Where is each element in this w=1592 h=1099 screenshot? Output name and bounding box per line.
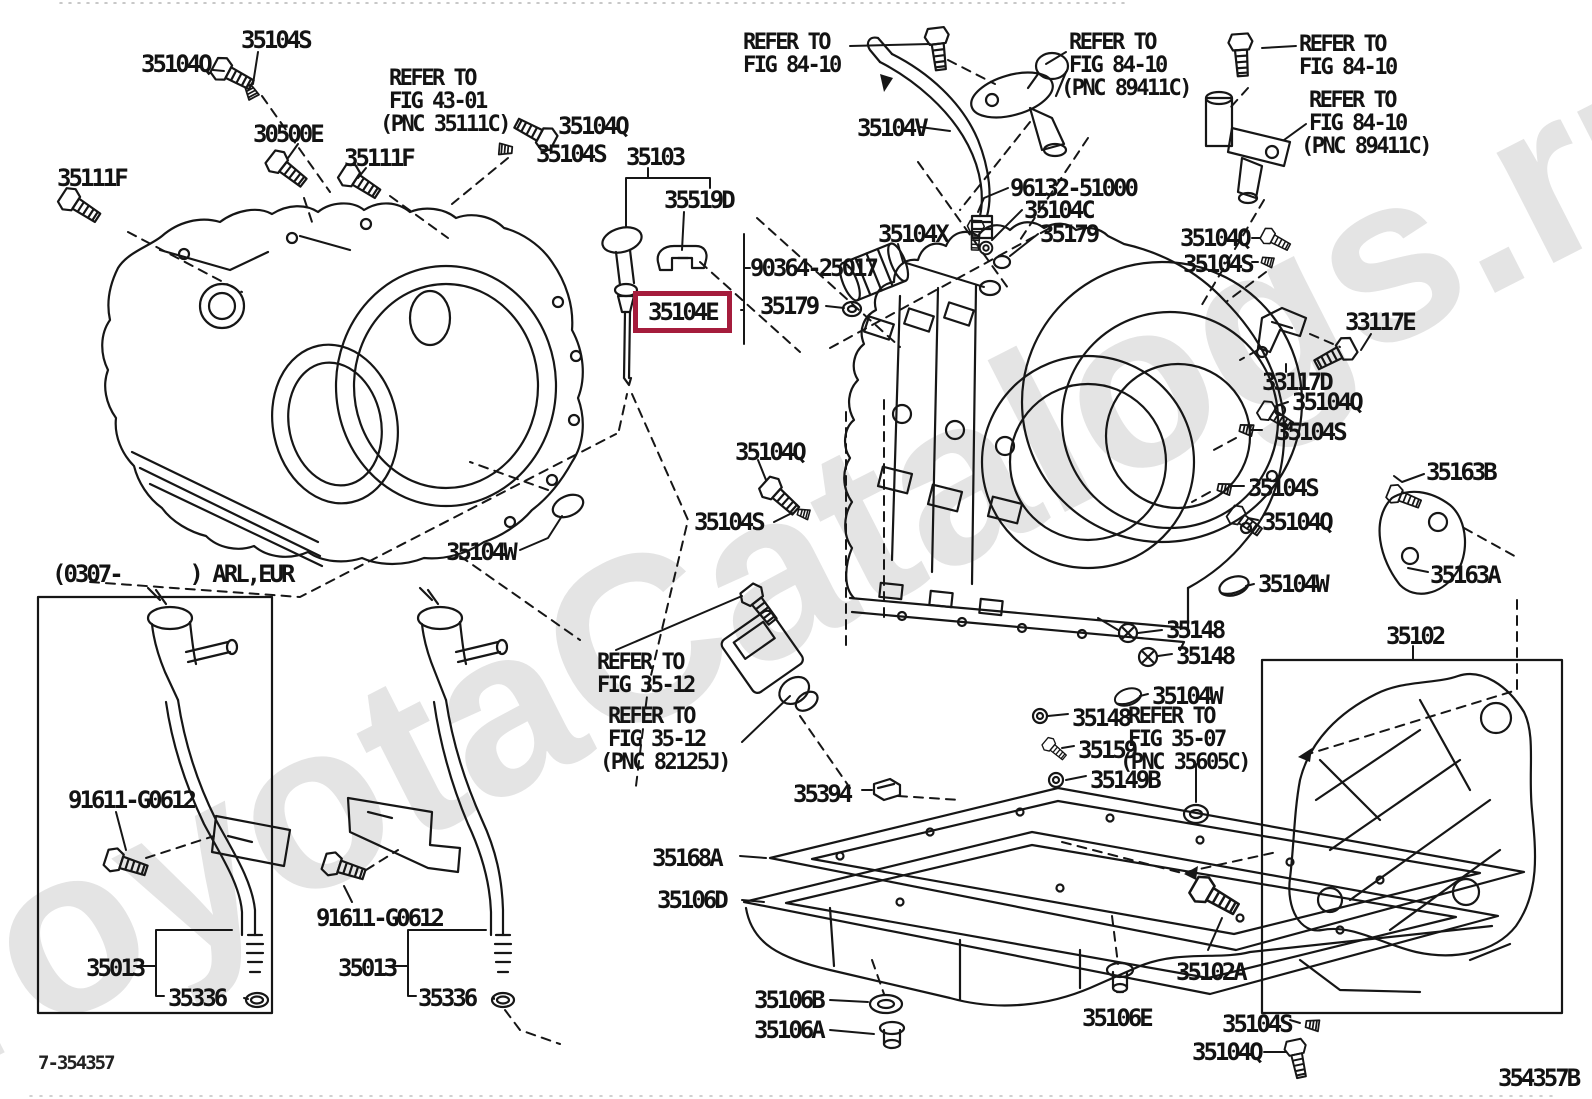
part-callout-35104s[interactable]: 35104S [1248,474,1320,502]
oil-pan-art [742,786,1526,1007]
part-callout-35336[interactable]: 35336 [168,984,228,1012]
part-callout-35104x[interactable]: 35104X [878,220,950,248]
variant-box [36,595,274,1015]
part-callout-9036425017[interactable]: 90364-25017 [750,254,879,282]
part-callout-35104w[interactable]: 35104W [1258,570,1330,598]
ref-note-fig4301: FIG 43-01 [389,89,488,114]
part-callout-35179[interactable]: 35179 [1040,220,1100,248]
ref-note-pnc35111c: (PNC 35111C) [380,112,511,137]
figure-code-left: 7-354357 [38,1052,116,1074]
part-callout-35168a[interactable]: 35168A [652,844,724,872]
part-callout-35159[interactable]: 35159 [1078,736,1138,764]
small-fittings-art [551,219,1012,519]
part-callout-35519d[interactable]: 35519D [664,186,736,214]
part-callout-35104q[interactable]: 35104Q [1262,508,1334,536]
ref-note-referto: REFER TO [1299,32,1387,57]
bracket-35102-art [1260,658,1564,1015]
part-callout-35111f[interactable]: 35111F [344,144,416,172]
part-callout-35104s[interactable]: 35104S [1276,418,1348,446]
part-callout-35179[interactable]: 35179 [760,292,820,320]
part-callout-35104q[interactable]: 35104Q [1292,388,1364,416]
part-callout-35111f[interactable]: 35111F [57,164,129,192]
ref-note-referto: REFER TO [1128,704,1216,729]
ref-note-pnc82125j: (PNC 82125J) [600,750,731,775]
speed-sensor-top-art [970,51,1070,158]
part-callout-35104w[interactable]: 35104W [446,538,518,566]
ref-note-pnc35605c: (PNC 35605C) [1120,750,1251,775]
part-callout-35104s[interactable]: 35104S [694,508,766,536]
part-callout-35104q[interactable]: 35104Q [735,438,807,466]
part-callout-35104q[interactable]: 35104Q [1180,224,1252,252]
left-case-art [101,202,584,568]
ref-note-referto: REFER TO [389,66,477,91]
part-callout-30500e[interactable]: 30500E [253,120,325,148]
pan-plugs-art [868,777,1210,1050]
part-callout-35148[interactable]: 35148 [1072,704,1132,732]
variant-note-0307arleur: (0307- ) ARL,EUR [52,560,295,588]
dipstick-tube-a-art [146,586,292,1009]
dipstick-tube-b-art [346,586,516,1009]
part-callout-35148[interactable]: 35148 [1176,642,1236,670]
ref-note-fig8410: FIG 84-10 [1069,53,1168,78]
ref-note-pnc89411c: (PNC 89411C) [1061,76,1192,101]
part-callout-33117d[interactable]: 33117D [1262,368,1334,396]
ref-note-fig8410: FIG 84-10 [1309,111,1408,136]
part-callout-35106e[interactable]: 35106E [1082,1004,1154,1032]
part-callout-35148[interactable]: 35148 [1166,616,1226,644]
part-callout-35104q[interactable]: 35104Q [558,112,630,140]
part-callout-35104v[interactable]: 35104V [857,114,929,142]
speed-sensor-right-art [1204,90,1292,205]
part-callout-91611g0612[interactable]: 91611-G0612 [316,904,445,932]
ref-note-referto: REFER TO [743,30,831,55]
ref-note-referto: REFER TO [1069,30,1157,55]
part-callout-35163a[interactable]: 35163A [1430,561,1502,589]
part-callout-35104s[interactable]: 35104S [1222,1010,1294,1038]
part-callout-35104e[interactable]: 35104E [633,291,732,333]
part-callout-35013[interactable]: 35013 [338,954,398,982]
part-callout-35163b[interactable]: 35163B [1426,458,1498,486]
ref-note-fig8410: FIG 84-10 [1299,55,1398,80]
part-callout-35104s[interactable]: 35104S [1183,250,1255,278]
clamp-33117d-art [1256,306,1308,354]
part-callout-35104w[interactable]: 35104W [1152,682,1224,710]
part-callout-35104q[interactable]: 35104Q [1192,1038,1264,1066]
part-callout-35104c[interactable]: 35104C [1024,196,1096,224]
part-callout-35013[interactable]: 35013 [86,954,146,982]
neutral-switch-art [720,609,819,712]
ref-note-fig3512: FIG 35-12 [597,673,696,698]
figure-code-right: 354357B [1498,1064,1581,1092]
part-callout-35104s[interactable]: 35104S [241,26,313,54]
part-callout-35106b[interactable]: 35106B [754,986,826,1014]
ref-note-pnc89411c: (PNC 89411C) [1301,134,1432,159]
part-callout-35149b[interactable]: 35149B [1090,766,1162,794]
part-callout-9613251000[interactable]: 96132-51000 [1010,174,1139,202]
part-callout-35103[interactable]: 35103 [626,143,686,171]
part-callout-33117e[interactable]: 33117E [1345,308,1417,336]
ref-note-fig8410: FIG 84-10 [743,53,842,78]
dashed-lines [89,59,1519,1045]
part-callout-35102a[interactable]: 35102A [1176,958,1248,986]
ref-note-fig3512: FIG 35-12 [608,727,707,752]
breather-hose-art [866,36,994,240]
part-callout-35106a[interactable]: 35106A [754,1016,826,1044]
part-callout-35106d[interactable]: 35106D [657,886,729,914]
ref-note-referto: REFER TO [608,704,696,729]
part-callout-35104s[interactable]: 35104S [536,140,608,168]
part-callout-35394[interactable]: 35394 [793,780,853,808]
part-callout-35104q[interactable]: 35104Q [141,50,213,78]
leader-lines [115,43,1429,1053]
ref-note-referto: REFER TO [597,650,685,675]
part-callout-35336[interactable]: 35336 [418,984,478,1012]
ref-note-referto: REFER TO [1309,88,1397,113]
bracket-35163a-art [1378,490,1467,595]
ref-note-fig3507: FIG 35-07 [1128,727,1227,752]
dipstick-art [601,226,643,387]
part-callout-35102[interactable]: 35102 [1386,622,1446,650]
clamp-35519d-art [656,244,708,272]
part-callout-91611g0612[interactable]: 91611-G0612 [68,786,197,814]
